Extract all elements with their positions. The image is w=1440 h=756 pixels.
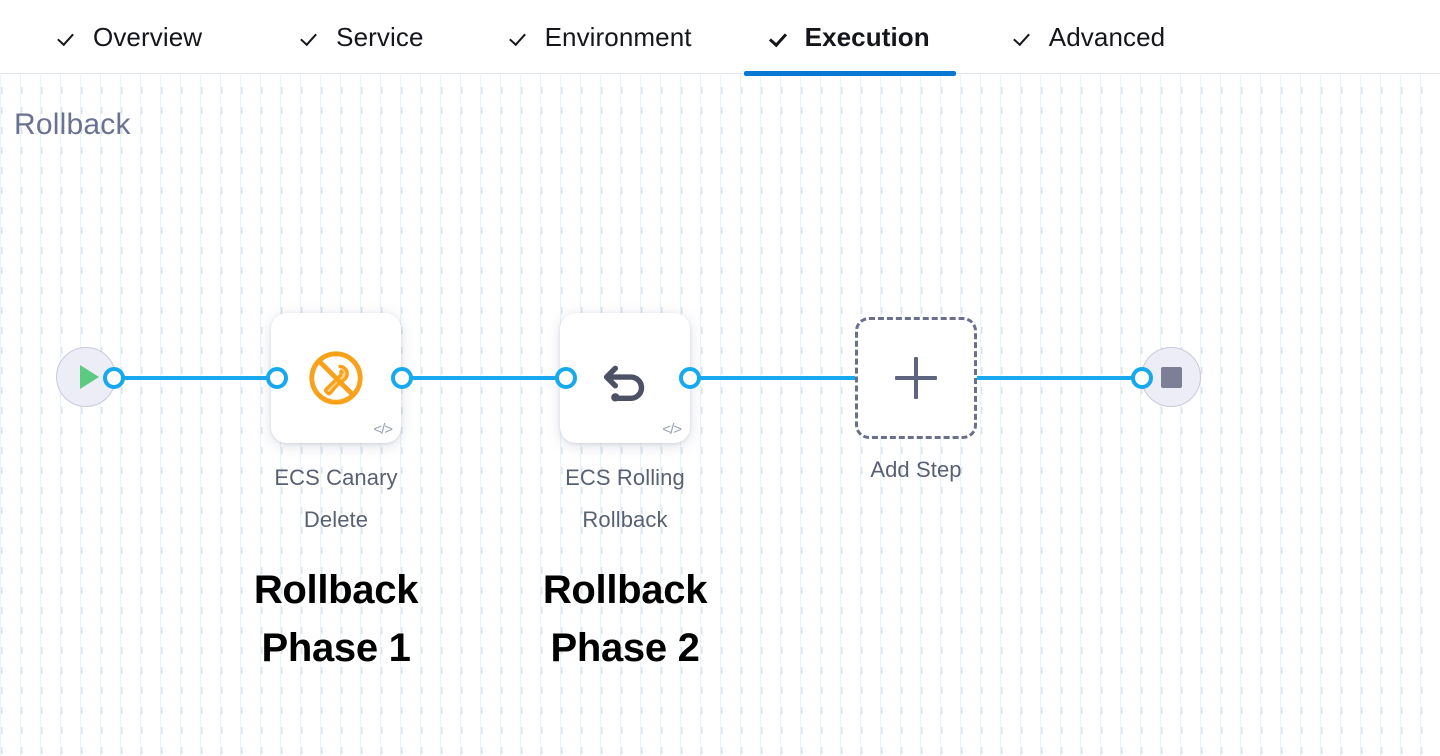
- rollback-pipeline-graph: </> ECS Canary Delete Rollback Phase 1: [0, 75, 1440, 756]
- port-step1-in[interactable]: [266, 367, 288, 389]
- step-annotation: Rollback Phase 1: [243, 561, 429, 677]
- port-start-out[interactable]: [103, 367, 125, 389]
- step-ecs-rolling-rollback: </> ECS Rolling Rollback Rollback Phase …: [532, 75, 718, 677]
- tab-label: Service: [336, 21, 424, 52]
- tab-service[interactable]: Service: [275, 0, 449, 74]
- canary-delete-icon: [305, 347, 367, 409]
- tab-active-underline: [743, 70, 956, 76]
- step-ecs-canary-delete: </> ECS Canary Delete Rollback Phase 1: [243, 75, 429, 677]
- check-icon: [510, 26, 532, 48]
- port-end-in[interactable]: [1131, 367, 1153, 389]
- section-title-rollback: Rollback: [14, 108, 131, 141]
- add-step-label: Add Step: [870, 457, 962, 482]
- code-badge-icon: </>: [373, 421, 393, 438]
- tab-overview[interactable]: Overview: [32, 0, 228, 74]
- stage-tab-bar: Overview Service Environment Execution A…: [0, 0, 1440, 76]
- connector-step1-to-step2: [398, 376, 574, 380]
- pipeline-canvas[interactable]: Rollback: [0, 75, 1440, 756]
- stop-icon: [1160, 366, 1182, 388]
- step-label: ECS Rolling Rollback: [565, 465, 685, 532]
- step-annotation: Rollback Phase 2: [532, 561, 718, 677]
- code-badge-icon: </>: [662, 421, 682, 438]
- check-icon: [58, 26, 80, 48]
- port-step2-out[interactable]: [679, 367, 701, 389]
- step-annotation-line: Rollback: [253, 568, 419, 612]
- tab-label: Environment: [544, 21, 692, 52]
- tab-environment[interactable]: Environment: [484, 0, 718, 74]
- connector-addstep-to-end: [962, 376, 1148, 380]
- plus-icon: [895, 375, 937, 381]
- check-icon: [770, 26, 792, 48]
- add-step-button[interactable]: [855, 317, 977, 439]
- step-annotation-line: Phase 1: [261, 626, 411, 670]
- step-card[interactable]: </>: [271, 313, 401, 443]
- connector-start-to-step1: [112, 376, 288, 380]
- step-card[interactable]: </>: [560, 313, 690, 443]
- check-icon: [301, 26, 323, 48]
- rollback-arrow-icon: [594, 347, 656, 409]
- port-step1-out[interactable]: [391, 367, 413, 389]
- add-step-container: Add Step: [823, 75, 1009, 484]
- tab-label: Overview: [93, 21, 203, 52]
- tab-advanced[interactable]: Advanced: [988, 0, 1191, 74]
- step-annotation-line: Rollback: [542, 568, 708, 612]
- step-label: ECS Canary Delete: [274, 465, 398, 532]
- play-icon: [79, 365, 99, 389]
- port-step2-in[interactable]: [555, 367, 577, 389]
- tab-label: Advanced: [1048, 21, 1166, 52]
- check-icon: [1014, 26, 1036, 48]
- connector-step2-to-addstep: [686, 376, 932, 380]
- tab-execution[interactable]: Execution: [743, 0, 956, 76]
- step-annotation-line: Phase 2: [550, 626, 700, 670]
- tab-label: Execution: [804, 21, 930, 52]
